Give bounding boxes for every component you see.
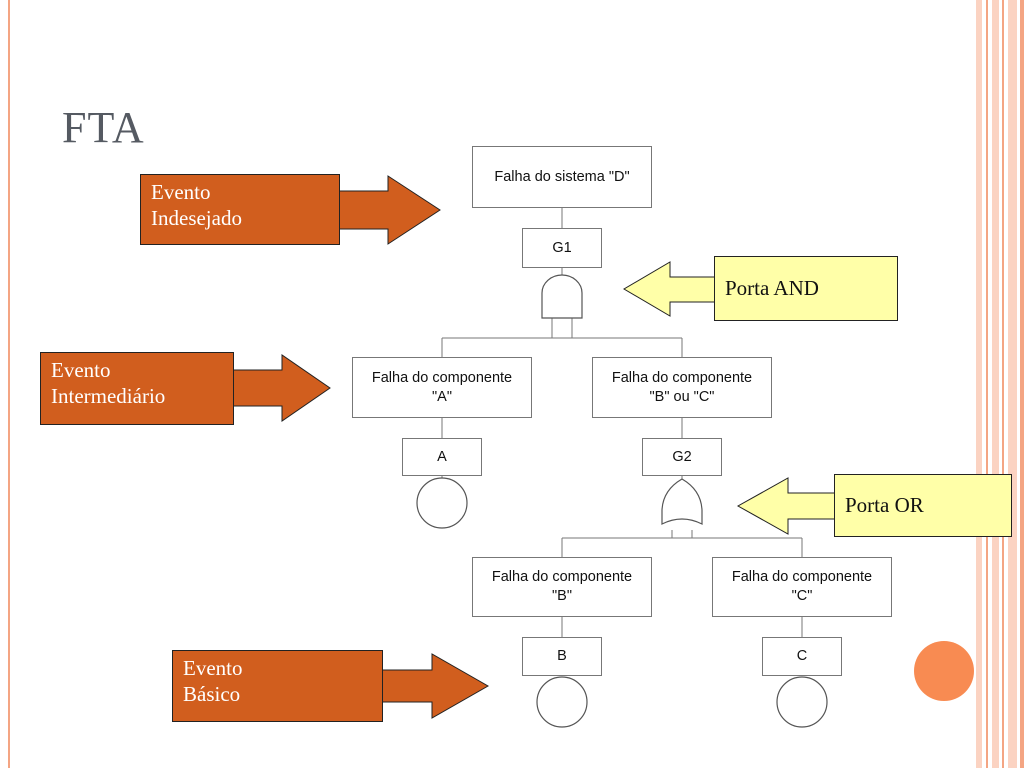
callout-intermediate-event: Evento Intermediário bbox=[40, 352, 234, 425]
and-gate-symbol bbox=[541, 274, 583, 319]
basic-event-circle-c bbox=[776, 676, 828, 728]
event-a-box: Falha do componente "A" bbox=[352, 357, 532, 418]
callout-and-gate-label: Porta AND bbox=[725, 276, 819, 301]
callout-and-gate: Porta AND bbox=[714, 256, 898, 321]
label-c-text: C bbox=[796, 648, 808, 665]
event-bc-box: Falha do componente "B" ou "C" bbox=[592, 357, 772, 418]
basic-event-circle-a bbox=[416, 477, 468, 529]
arrow-undesired bbox=[337, 175, 441, 245]
top-event-box: Falha do sistema "D" bbox=[472, 146, 652, 208]
label-c-box: C bbox=[762, 637, 842, 676]
basic-event-circle-b bbox=[536, 676, 588, 728]
label-a-text: A bbox=[437, 448, 447, 465]
callout-intermediate-line1: Evento bbox=[51, 358, 111, 382]
top-event-label: Falha do sistema "D" bbox=[494, 168, 630, 185]
right-stripes-decoration bbox=[976, 0, 1024, 768]
callout-undesired-event: Evento Indesejado bbox=[140, 174, 340, 245]
arrow-intermediate bbox=[231, 354, 331, 422]
arrow-basic bbox=[381, 653, 490, 719]
label-a-box: A bbox=[402, 438, 482, 476]
gate-g2-box: G2 bbox=[642, 438, 722, 476]
event-b-label: Falha do componente "B" bbox=[491, 569, 633, 604]
callout-basic-event: Evento Básico bbox=[172, 650, 383, 722]
callout-intermediate-line2: Intermediário bbox=[51, 384, 166, 409]
gate-g1-box: G1 bbox=[522, 228, 602, 268]
callout-undesired-line2: Indesejado bbox=[151, 206, 242, 231]
gate-g1-label: G1 bbox=[552, 239, 572, 256]
arrow-or-gate bbox=[736, 477, 836, 535]
label-b-text: B bbox=[557, 648, 567, 665]
callout-or-gate-label: Porta OR bbox=[845, 493, 924, 518]
callout-or-gate: Porta OR bbox=[834, 474, 1012, 537]
or-gate-symbol bbox=[661, 478, 703, 525]
event-c-box: Falha do componente "C" bbox=[712, 557, 892, 617]
arrow-and-gate bbox=[623, 261, 716, 317]
callout-basic-line2: Básico bbox=[183, 682, 241, 707]
event-bc-label: Falha do componente "B" ou "C" bbox=[611, 369, 753, 405]
decorative-orange-circle bbox=[914, 641, 974, 701]
callout-undesired-line1: Evento bbox=[151, 180, 211, 204]
label-b-box: B bbox=[522, 637, 602, 676]
left-frame-border bbox=[0, 0, 10, 768]
event-c-label: Falha do componente "C" bbox=[731, 569, 873, 604]
slide-title: FTA bbox=[62, 103, 145, 152]
event-a-label: Falha do componente "A" bbox=[371, 369, 513, 405]
event-b-box: Falha do componente "B" bbox=[472, 557, 652, 617]
gate-g2-label: G2 bbox=[672, 448, 692, 465]
callout-basic-line1: Evento bbox=[183, 656, 243, 680]
